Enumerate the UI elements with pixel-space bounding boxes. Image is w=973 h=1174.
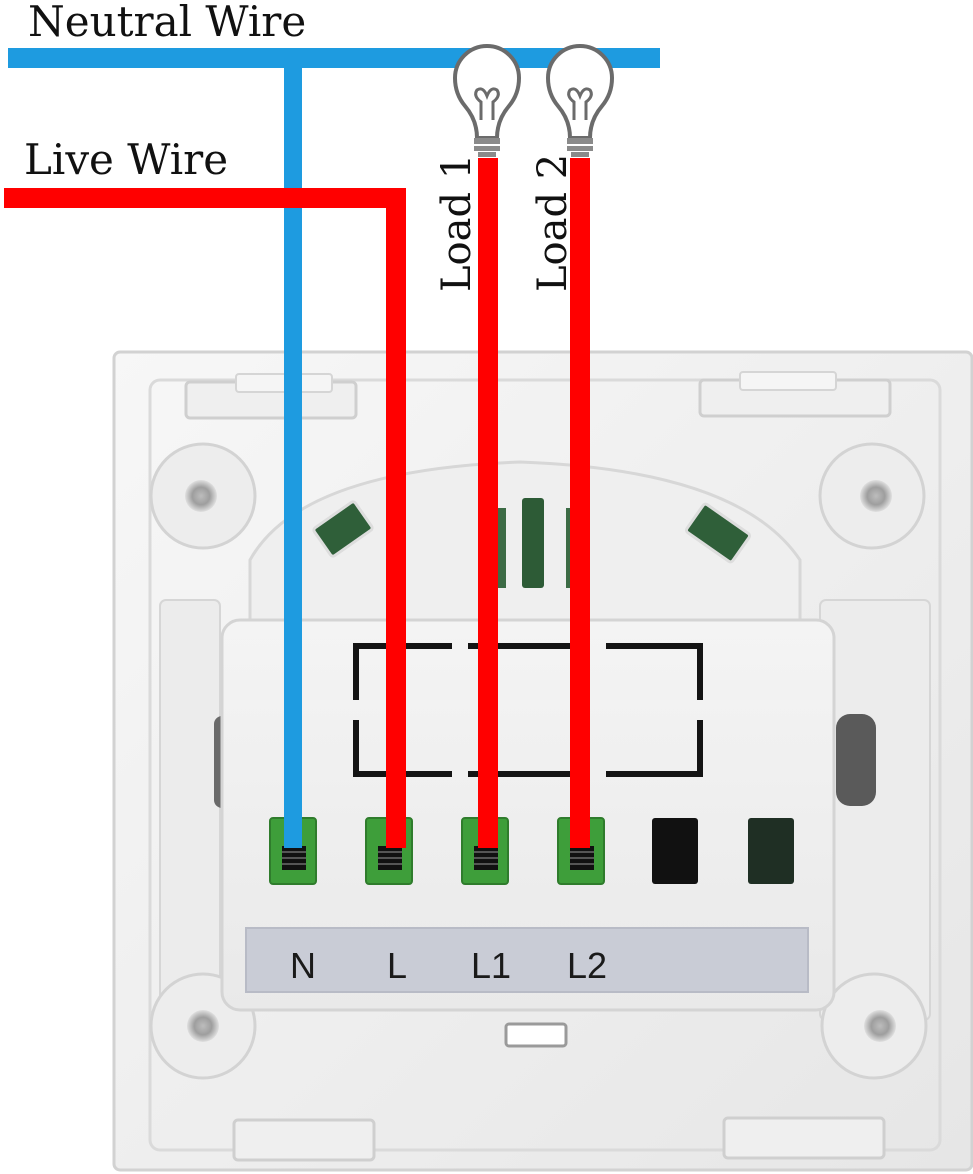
bottom-clip-right — [722, 1116, 886, 1160]
terminal-label-strip: N L L1 L2 — [245, 927, 809, 993]
mechanism-window — [353, 643, 703, 777]
terminal-label-l2: L2 — [567, 945, 607, 986]
terminal-unused-2 — [748, 818, 794, 884]
screw-hole-top-right — [818, 442, 926, 550]
load-1-label: Load 1 — [434, 154, 480, 292]
load-1-wire — [478, 158, 498, 848]
neutral-wire-label: Neutral Wire — [28, 0, 306, 46]
top-contact-right — [684, 502, 752, 564]
live-wire — [4, 188, 406, 848]
bottom-clip-left — [232, 1118, 376, 1162]
top-clip-left — [184, 373, 358, 420]
terminal-unused-1 — [652, 818, 698, 884]
terminal-label-l1: L1 — [471, 945, 511, 986]
bottom-latch — [504, 1022, 568, 1048]
light-bulb-icon — [545, 44, 615, 157]
neutral-wire-drop — [284, 58, 302, 848]
live-wire-label: Live Wire — [24, 135, 228, 184]
terminal-block — [269, 817, 794, 885]
terminal-n — [269, 817, 317, 885]
top-clip-right — [698, 371, 892, 418]
top-contact-left — [312, 500, 374, 558]
live-wire-drop — [386, 188, 406, 848]
light-bulb-icon — [452, 44, 522, 157]
terminal-label-n: N — [290, 945, 316, 986]
terminal-label-l: L — [387, 945, 407, 986]
load-2-wire — [570, 158, 590, 848]
screw-hole-bottom-right — [820, 972, 928, 1080]
live-wire-main — [4, 188, 406, 208]
screw-hole-top-left — [149, 442, 257, 550]
load-2-label: Load 2 — [530, 154, 576, 292]
